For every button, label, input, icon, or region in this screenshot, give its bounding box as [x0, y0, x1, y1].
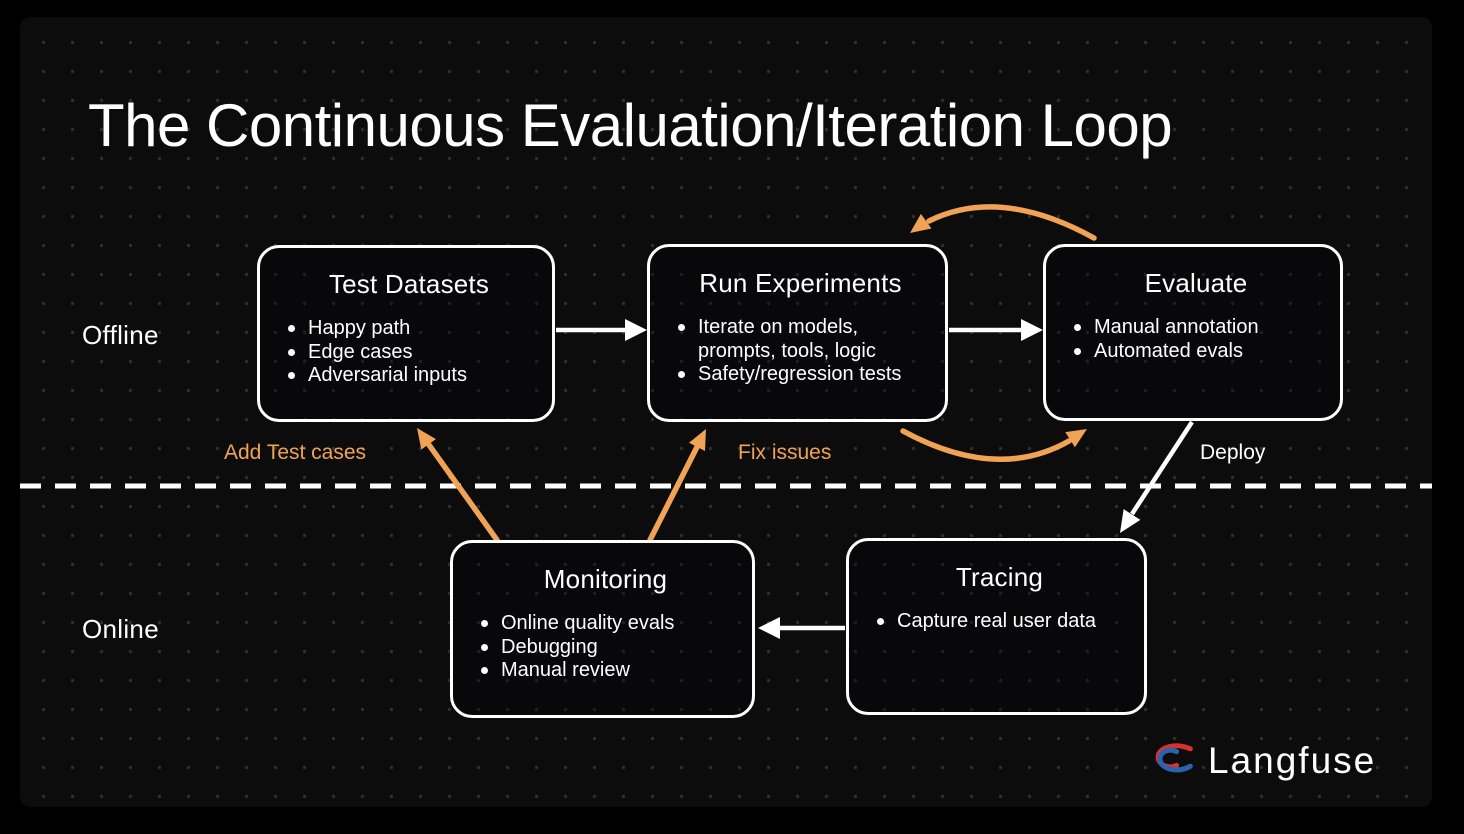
edge-label-deploy: Deploy — [1200, 441, 1266, 464]
bullet-list: Capture real user data — [877, 610, 1122, 634]
bullet-dot — [481, 667, 488, 674]
node-title: Test Datasets — [328, 269, 490, 299]
bullet-dot — [288, 372, 295, 379]
bullet-dot — [678, 324, 685, 331]
bullet-dot — [288, 325, 295, 332]
node-tracing: Tracing Capture real user data — [846, 538, 1147, 715]
bullet-list: Manual annotation Automated evals — [1074, 316, 1318, 363]
bullet-item: Automated evals — [1074, 340, 1318, 364]
bullet-list: Online quality evals Debugging Manual re… — [481, 612, 730, 683]
bullet-dot — [1074, 347, 1081, 355]
bullet-item: Iterate on models, prompts, tools, logic — [678, 316, 923, 363]
node-title: Monitoring — [543, 564, 668, 594]
bullet-item: Safety/regression tests — [678, 363, 923, 387]
bullet-dot — [288, 348, 295, 356]
bullet-dot — [481, 620, 488, 627]
bullet-item: Edge cases — [288, 341, 530, 365]
bullet-item: Happy path — [288, 317, 530, 341]
node-title: Run Experiments — [699, 268, 902, 298]
section-label-offline: Offline — [82, 320, 159, 350]
bullet-list: Happy path Edge cases Adversarial inputs — [288, 317, 530, 388]
langfuse-logo: Langfuse — [1150, 740, 1376, 781]
node-title: Tracing — [955, 562, 1044, 592]
bullet-dot — [481, 643, 488, 651]
edge-label-add-test-cases: Add Test cases — [224, 441, 367, 464]
bullet-item: Online quality evals — [481, 612, 730, 636]
langfuse-logo-text: Langfuse — [1208, 740, 1377, 781]
node-title: Evaluate — [1144, 268, 1248, 298]
bullet-list: Iterate on models, prompts, tools, logic… — [678, 316, 923, 387]
page-title: The Continuous Evaluation/Iteration Loop — [88, 92, 1173, 159]
bullet-item: Manual annotation — [1074, 316, 1318, 340]
bullet-item: Adversarial inputs — [288, 364, 530, 388]
bullet-item: Manual review — [481, 659, 730, 683]
node-test-datasets: Test Datasets Happy path Edge cases Adve… — [257, 245, 555, 422]
node-run-experiments: Run Experiments Iterate on models, promp… — [647, 244, 948, 422]
node-evaluate: Evaluate Manual annotation Automated eva… — [1043, 244, 1343, 421]
bullet-item: Capture real user data — [877, 610, 1122, 634]
bullet-dot — [877, 618, 884, 625]
dot-grid-panel — [20, 17, 1432, 807]
bullet-dot — [678, 371, 685, 378]
section-label-online: Online — [82, 614, 159, 644]
node-monitoring: Monitoring Online quality evals Debuggin… — [450, 540, 755, 718]
bullet-dot — [1074, 324, 1081, 331]
edge-label-fix-issues: Fix issues — [738, 441, 832, 464]
langfuse-knot-icon — [1150, 740, 1194, 781]
bullet-item: Debugging — [481, 636, 730, 660]
